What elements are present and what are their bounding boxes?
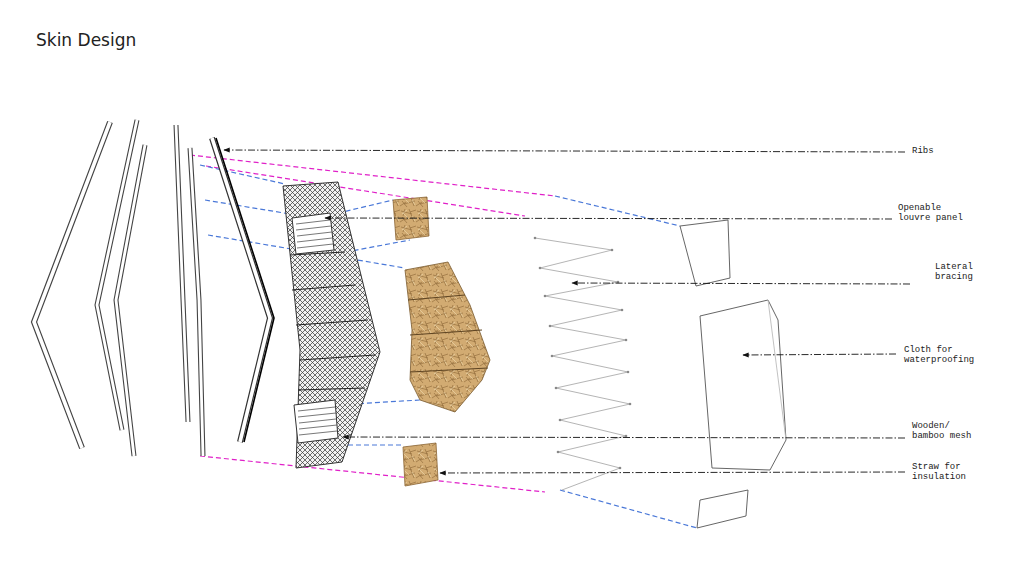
- rib: [116, 145, 145, 456]
- node-dot: [555, 387, 558, 390]
- mesh-seams: [290, 252, 375, 390]
- bracing-nodes: [534, 237, 632, 470]
- leader-line: [440, 472, 905, 473]
- magenta-projection: [206, 166, 525, 216]
- magenta-projection: [190, 155, 555, 196]
- mesh-panel: [283, 182, 380, 468]
- blue-projection: [205, 200, 290, 214]
- louvre-slats: [296, 220, 333, 248]
- cloth-fold: [768, 300, 786, 440]
- node-dot: [629, 403, 632, 406]
- cloth-piece: [680, 220, 730, 286]
- cloth-piece: [700, 300, 786, 470]
- leader-line: [224, 150, 905, 152]
- bracing-zigzag: [535, 238, 630, 490]
- node-dot: [611, 249, 614, 252]
- leader-line: [343, 437, 905, 438]
- magenta-projection: [200, 456, 545, 492]
- rib: [190, 148, 203, 456]
- node-dot: [619, 467, 622, 470]
- leader-line: [572, 283, 910, 284]
- rib: [212, 138, 270, 442]
- node-dot: [549, 325, 552, 328]
- node-dot: [557, 451, 560, 454]
- rib-edge: [216, 138, 274, 442]
- blue-projection: [560, 490, 697, 528]
- page-title: Skin Design: [36, 30, 136, 50]
- node-dot: [544, 295, 547, 298]
- ribs: [34, 120, 274, 456]
- rib-face: [176, 125, 188, 422]
- rib-face: [190, 148, 203, 456]
- cloth: [680, 220, 786, 528]
- callout-label: Lateral bracing: [935, 262, 978, 282]
- rib-face: [97, 120, 137, 430]
- callout-label: Openable louvre panel: [898, 203, 968, 223]
- rib-face: [116, 145, 145, 456]
- callout-label: Ribs: [912, 146, 934, 156]
- louvre-panel: [294, 400, 338, 443]
- straw-insulation: [393, 197, 490, 486]
- node-dot: [625, 339, 628, 342]
- node-dot: [627, 371, 630, 374]
- cloth-piece: [697, 490, 748, 528]
- louvre-panel: [292, 213, 334, 254]
- blue-projection: [200, 165, 285, 184]
- rib: [97, 120, 137, 430]
- node-dot: [534, 237, 537, 240]
- leader-lines: [224, 150, 910, 473]
- straw-seams: [408, 295, 488, 372]
- node-dot: [539, 267, 542, 270]
- blue-projection: [340, 444, 404, 445]
- callout-label: Wooden/ bamboo mesh: [912, 421, 977, 441]
- mesh: [283, 182, 380, 468]
- node-dot: [621, 309, 624, 312]
- callout-label: Straw for insulation: [912, 462, 966, 482]
- rib: [176, 125, 188, 422]
- callout-label: Cloth for waterproofing: [904, 345, 974, 365]
- straw-piece: [405, 262, 490, 412]
- louvre-slats: [298, 407, 337, 435]
- node-dot: [625, 435, 628, 438]
- leader-line: [743, 354, 896, 355]
- node-dot: [559, 419, 562, 422]
- node-dot: [551, 355, 554, 358]
- rib: [34, 122, 110, 448]
- blue-projection: [555, 196, 680, 226]
- leader-line: [325, 218, 892, 219]
- lateral-bracing: [534, 237, 632, 490]
- rib-face: [212, 138, 270, 442]
- rib-face: [34, 122, 110, 448]
- straw-piece: [403, 443, 438, 486]
